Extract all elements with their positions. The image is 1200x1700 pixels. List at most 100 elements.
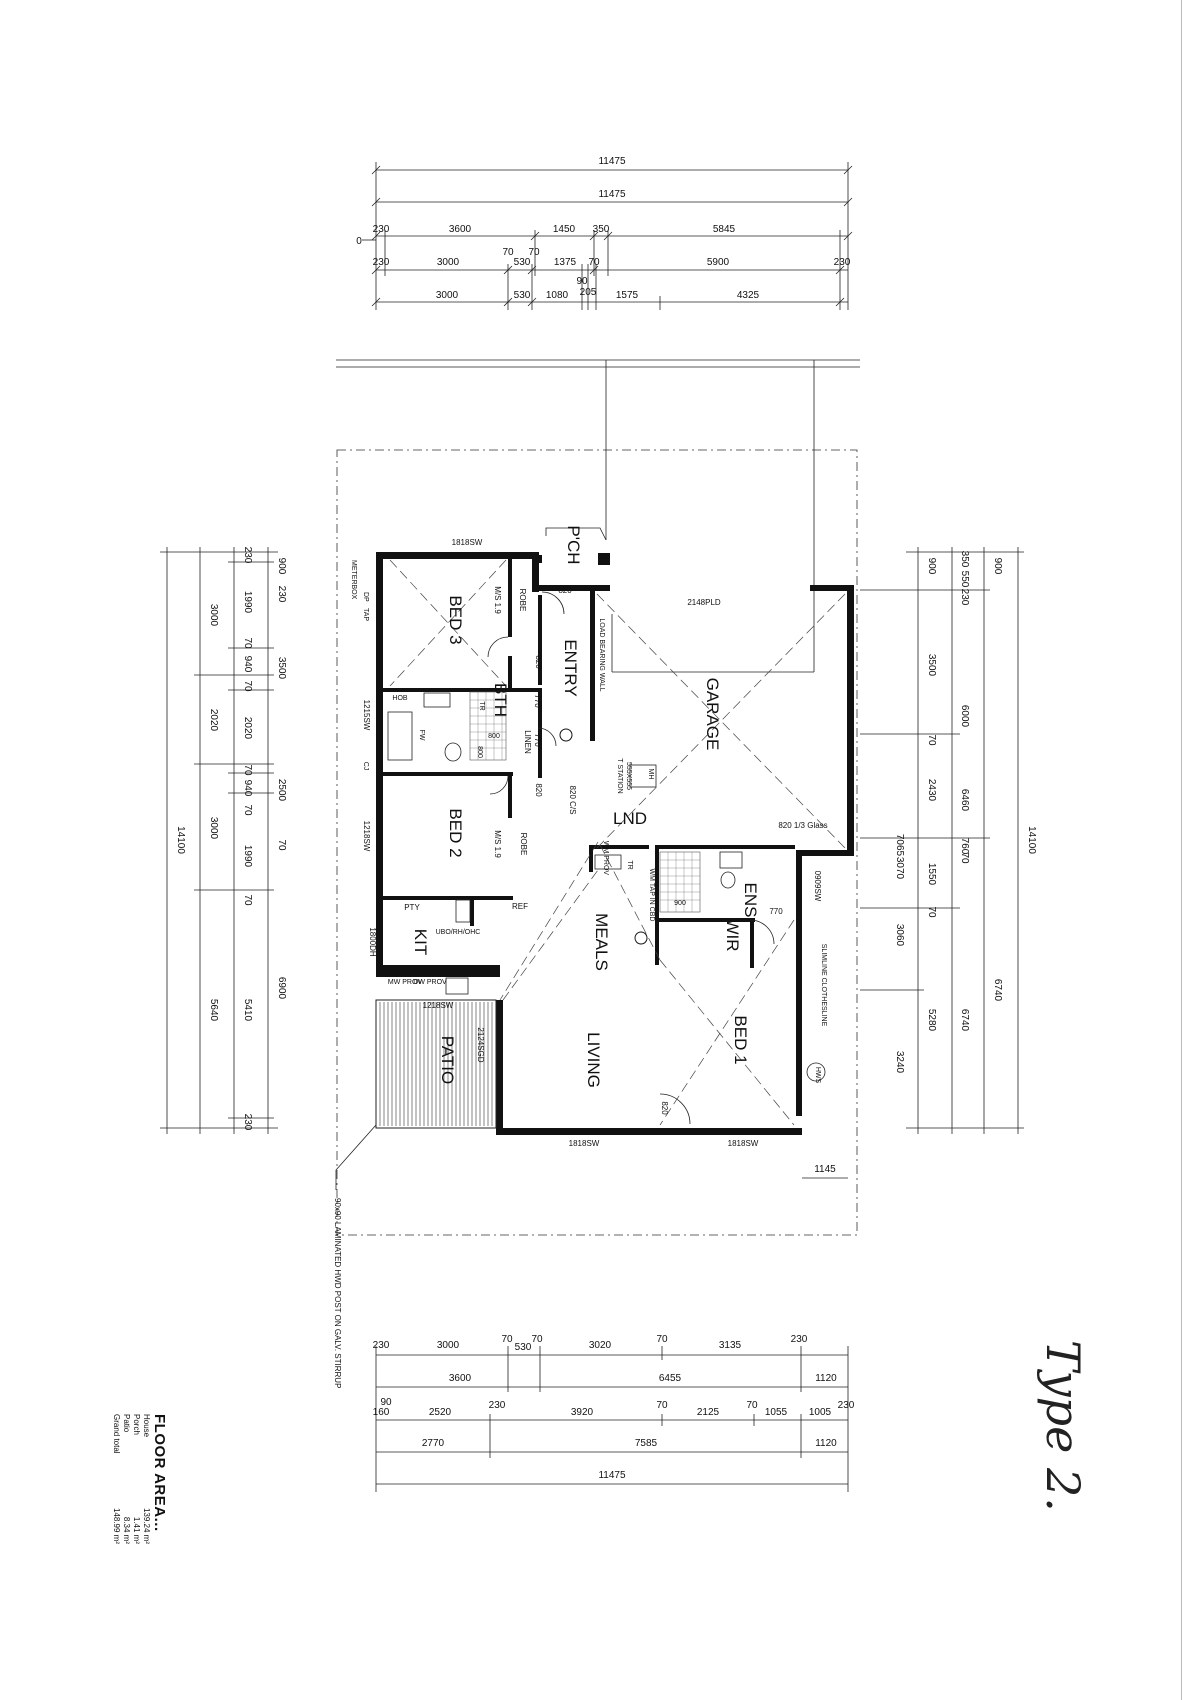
bottom-dim-3c: 2520 — [429, 1407, 452, 1418]
doors — [487, 591, 775, 1125]
right-dim-1e: 1550 — [926, 863, 937, 886]
bottom-dim-3b: 160 — [373, 1407, 390, 1418]
site-lines — [336, 359, 860, 1236]
label-dw: DW PROV — [413, 979, 447, 986]
label-ms-bed3: M/S 1.9 — [493, 586, 502, 614]
label-800-a: 800 — [488, 733, 500, 740]
right-dim-2b: 550 — [959, 571, 970, 588]
floor-area-row: Patio 8.34 m² — [121, 1414, 131, 1544]
floor-area-value: 148.99 m² — [112, 1507, 121, 1544]
door-bed3 — [487, 636, 509, 658]
right-dim-3c: 3240 — [894, 1051, 905, 1074]
top-dim-5c: 1080 — [546, 290, 569, 301]
bottom-dim-3f: 70 — [656, 1400, 668, 1411]
right-dim-2g: 6740 — [959, 1009, 970, 1032]
bottom-dim-3i: 1055 — [765, 1407, 788, 1418]
label-robe-bed3: ROBE — [518, 589, 527, 612]
hws-icon — [806, 1062, 826, 1082]
right-dim-extra: 7065 — [894, 834, 905, 857]
right-dimensions: 14100 900 3500 70 2430 1550 70 5280 350 … — [802, 547, 1037, 1179]
type-note: Type 2. — [1036, 1340, 1090, 1512]
label-sw1218b: 1218SW — [423, 1001, 454, 1010]
label-tap: TAP — [362, 608, 369, 621]
left-dim-2d: 5640 — [208, 999, 219, 1022]
bottom-dim-4c: 1120 — [815, 1438, 837, 1449]
label-ubo: UBO/RH/OHC — [436, 929, 481, 936]
fixtures — [387, 692, 826, 1082]
label-820-a: 820 — [558, 586, 572, 595]
label-820-d: 820 — [660, 1101, 669, 1115]
room-kit: KIT — [411, 929, 430, 955]
top-dim-zero: 0 — [356, 236, 362, 247]
sink-icon — [445, 977, 469, 995]
label-dh1800: 1800DH — [368, 927, 377, 957]
toilet-icon — [444, 742, 462, 762]
floor-area-value: 1.41 m² — [132, 1516, 141, 1544]
bottom-dim-1d: 530 — [515, 1342, 532, 1353]
bottom-dim-1a: 230 — [373, 1340, 390, 1351]
label-wm-prov: WM PROV — [602, 841, 609, 876]
bottom-dim-4a: 2770 — [422, 1438, 445, 1449]
left-dim-3a: 230 — [242, 547, 253, 564]
bottom-dimensions: 230 3000 70 530 70 3020 70 3135 230 3600… — [373, 1334, 855, 1492]
top-dim-5e: 205 — [580, 287, 597, 298]
door-entry — [541, 591, 565, 615]
label-mw: MW PROV — [388, 979, 423, 986]
left-dim-3j: 1990 — [242, 845, 253, 868]
label-820-c: 820 — [534, 783, 543, 797]
top-dim-3c: 1450 — [553, 224, 576, 235]
bottom-dim-2c: 1120 — [815, 1373, 837, 1384]
bottom-dim-3e: 3920 — [571, 1407, 594, 1418]
left-dim-4f: 6900 — [276, 977, 287, 1000]
bottom-dim-2b: 6455 — [659, 1373, 682, 1384]
right-dim-total: 14100 — [1026, 826, 1037, 854]
top-dim-4a: 230 — [373, 257, 390, 268]
label-hob: HOB — [392, 695, 408, 702]
bottom-dim-1i: 230 — [791, 1334, 808, 1345]
laundry-tub-icon — [594, 854, 622, 870]
label-sw1818a: 1818SW — [569, 1139, 600, 1148]
cooktop-icon — [455, 899, 471, 923]
bottom-dim-2a: 3600 — [449, 1373, 472, 1384]
bottom-dim-1h: 3135 — [719, 1340, 742, 1351]
top-dim-4f: 1375 — [554, 257, 577, 268]
right-dim-2f: 3060 — [894, 924, 905, 947]
label-tstation: T STATION — [616, 758, 623, 793]
basin-icon — [423, 692, 451, 708]
label-800-b: 800 — [476, 746, 483, 758]
room-wir: WIR — [723, 918, 742, 951]
label-fw: FW — [418, 730, 425, 741]
manhole-icon — [629, 764, 657, 788]
top-dim-4c: 70 — [502, 247, 514, 258]
label-770-b: 770 — [533, 733, 542, 747]
right-dim-1f: 70 — [926, 906, 937, 918]
top-dim-5a: 3000 — [436, 290, 459, 301]
room-crosses — [389, 559, 846, 1126]
label-glass: 820 1/3 Glass — [778, 821, 827, 830]
right-dim-1c: 70 — [926, 734, 937, 746]
floor-area-table: FLOOR AREA... House 139.24 m² Porch 1.41… — [111, 1414, 168, 1544]
right-dim-4a: 900 — [992, 558, 1003, 575]
top-dim-5g: 4325 — [737, 290, 760, 301]
ens-toilet-icon — [720, 871, 736, 889]
top-dim-5b: 530 — [514, 290, 531, 301]
right-dim-2c: 230 — [959, 589, 970, 606]
room-bed1: BED 1 — [731, 1015, 750, 1064]
top-dim-4d: 70 — [528, 247, 540, 258]
room-ens: ENS — [741, 883, 760, 918]
label-mh: MH — [647, 769, 654, 780]
bottom-dim-3j: 1005 — [809, 1407, 832, 1418]
smoke-detector-icon-2 — [634, 931, 648, 945]
bottom-dim-5a: 11475 — [598, 1470, 626, 1481]
left-dim-4a: 900 — [276, 558, 287, 575]
label-post: 90x90 LAMINATED HWD POST ON GALV. STIRRU… — [333, 1198, 342, 1388]
label-770-c: 770 — [769, 907, 783, 916]
left-dim-3k: 70 — [242, 894, 253, 906]
plan-annotations: 1818SW METERBOX DP TAP M/S 1.9 ROBE 820 … — [333, 538, 828, 1388]
right-dim-2d: 6000 — [959, 705, 970, 728]
top-dim-4i: 230 — [834, 257, 851, 268]
floor-area-row: House 139.24 m² — [141, 1414, 151, 1544]
top-dim-5f: 1575 — [616, 290, 639, 301]
left-dim-3e: 70 — [242, 680, 253, 692]
